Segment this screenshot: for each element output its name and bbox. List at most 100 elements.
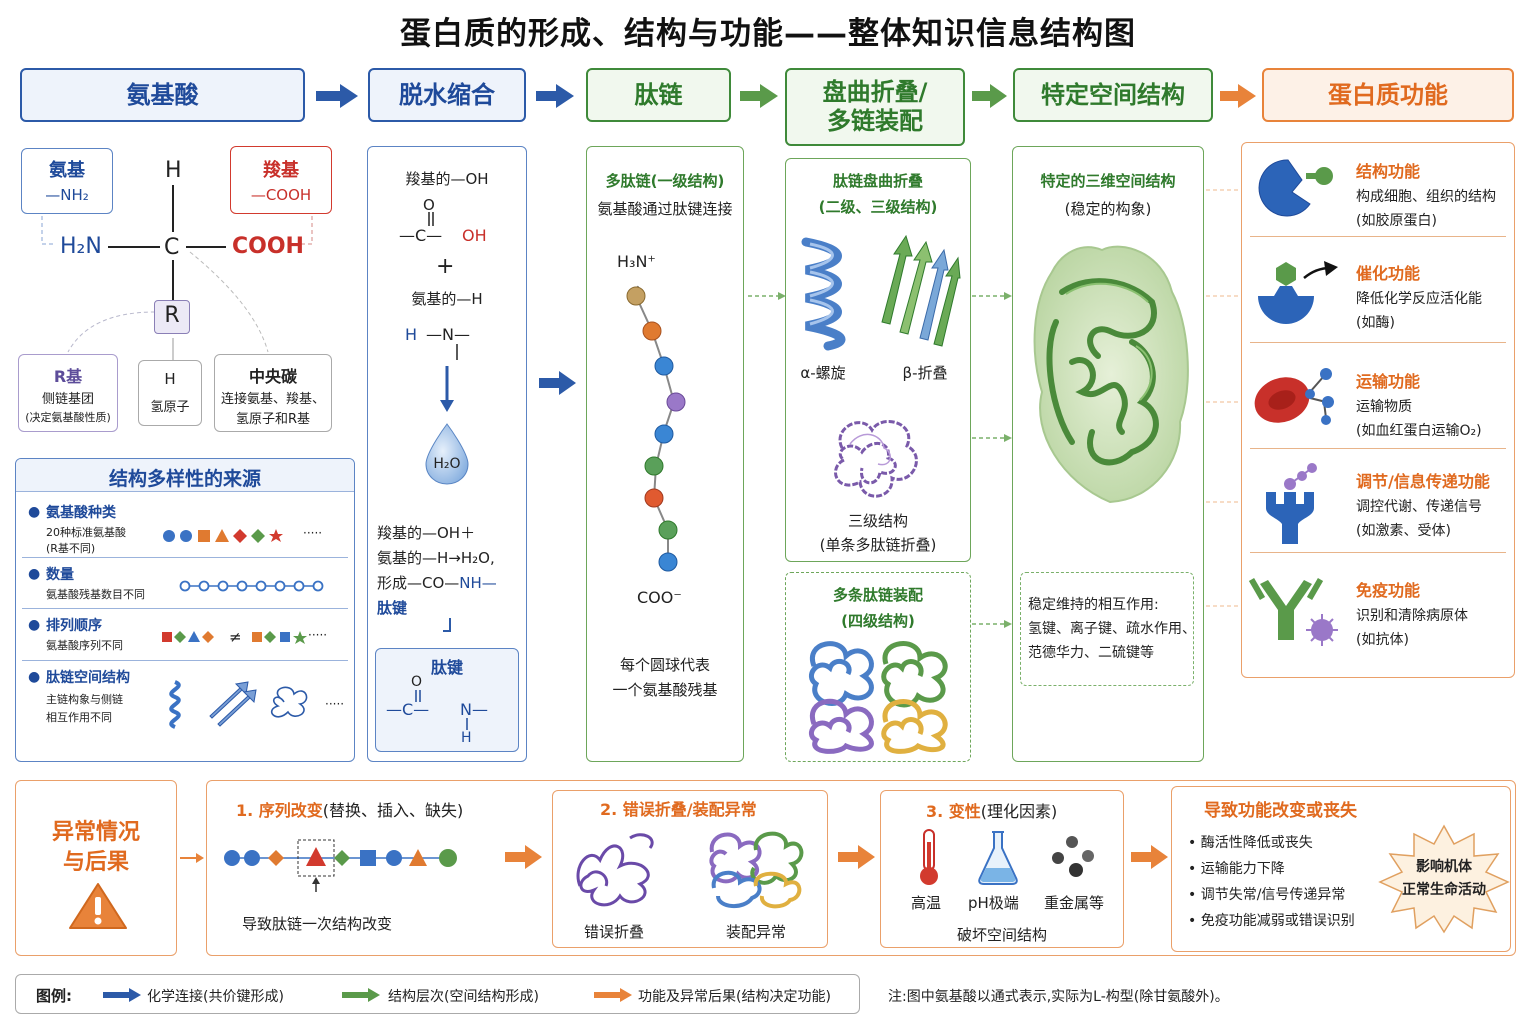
peptide-bond-title: 肽键 xyxy=(430,658,463,677)
function-5-desc1: 识别和清除病原体 xyxy=(1356,608,1468,624)
function-1-desc1: 构成细胞、组织的结构 xyxy=(1356,189,1496,205)
abnormal-container xyxy=(206,780,1516,956)
diversity-panel xyxy=(15,458,355,762)
ellipsis-3: ····· xyxy=(308,628,328,642)
interactions-title: 稳定维持的相互作用: xyxy=(1028,597,1159,613)
r-label: R xyxy=(164,303,180,328)
peptide-bond-h: H xyxy=(461,730,472,746)
protein-3d-structure-icon xyxy=(1033,245,1189,504)
heavy-metal-icon xyxy=(1052,836,1094,877)
amino-group-title: 氨基 xyxy=(49,160,85,181)
peptide-title: 多肽链(一级结构) xyxy=(605,172,725,190)
quaternary-title2: (四级结构) xyxy=(841,612,915,630)
peptide-desc: 氨基酸通过肽键连接 xyxy=(597,200,733,218)
spatial-title: 特定的三维空间结构 xyxy=(1040,172,1176,190)
down-arrow-icon xyxy=(440,366,454,412)
result-item-2: • 运输能力下降 xyxy=(1188,861,1285,877)
diversity-item-1-desc1: 20种标准氨基酸 xyxy=(46,526,126,539)
legend-orange-text: 功能及异常后果(结构决定功能) xyxy=(638,989,831,1005)
destroy-label: 破坏空间结构 xyxy=(956,926,1047,944)
c-atom-label: C xyxy=(164,235,180,260)
thermometer-icon xyxy=(920,829,938,885)
antibody-immune-icon xyxy=(1248,577,1338,646)
result-item-3: • 调节失常/信号传递异常 xyxy=(1188,887,1346,903)
legend-blue-text: 化学连接(共价键形成) xyxy=(147,989,284,1005)
c-terminus: COO⁻ xyxy=(637,588,682,607)
legend-box xyxy=(15,974,860,1014)
result-item-4: • 免疫功能减弱或错误识别 xyxy=(1188,913,1355,929)
center-carbon-title: 中央碳 xyxy=(248,367,297,386)
misfold-label: 错误折叠 xyxy=(584,923,645,941)
header-spatial: 特定空间结构 xyxy=(1013,68,1213,122)
function-panel xyxy=(1241,142,1515,678)
h-box-desc: 氢原子 xyxy=(150,400,190,415)
quaternary-structure-icon xyxy=(808,641,948,754)
diversity-title: 结构多样性的来源 xyxy=(108,468,261,490)
header-folding-line1: 盘曲折叠/ xyxy=(822,78,928,107)
center-carbon-desc2: 氢原子和R基 xyxy=(235,412,311,427)
amino-group-box xyxy=(21,148,113,214)
neq-sign: ≠ xyxy=(229,628,242,646)
beta-sheet-label: β-折叠 xyxy=(902,364,948,382)
misfolding-icon xyxy=(576,833,654,907)
diversity-item-3-title: 排列顺序 xyxy=(46,618,102,634)
center-carbon-desc1: 连接氨基、羧基、 xyxy=(220,392,325,407)
seq-change-note: 导致肽链一次结构改变 xyxy=(242,915,393,933)
assembly-label: 装配异常 xyxy=(726,923,787,941)
denature-title: 3. 变性(理化因素) xyxy=(926,802,1058,821)
denature-box xyxy=(880,790,1124,948)
carboxyl-title: 羧基 xyxy=(263,160,299,181)
arrow-to-peptide-icon xyxy=(539,371,576,395)
abnormal-title1: 异常情况 xyxy=(51,820,140,845)
dehydration-panel xyxy=(367,146,527,762)
alpha-helix-label: α-螺旋 xyxy=(800,364,846,382)
chain-conformation-icons xyxy=(169,680,308,729)
beta-sheet-icon xyxy=(881,234,961,347)
r-group-desc1: 侧链基团 xyxy=(41,392,94,407)
arrow-green-2-icon xyxy=(972,84,1007,108)
assembly-abnormal-icon xyxy=(709,831,804,909)
function-4-desc1: 调控代谢、传递信号 xyxy=(1356,499,1482,515)
warning-icon xyxy=(69,883,127,929)
impact-text2: 正常生命活动 xyxy=(1402,882,1486,898)
r-group-box xyxy=(18,354,118,432)
function-2-desc1: 降低化学反应活化能 xyxy=(1356,291,1482,307)
interactions-box xyxy=(1020,572,1194,686)
water-label: H₂O xyxy=(433,456,461,472)
spatial-panel xyxy=(1012,146,1204,762)
dehydration-n: —N— xyxy=(426,325,470,344)
legend-green-text: 结构层次(空间结构形成) xyxy=(388,989,539,1005)
function-2-title: 催化功能 xyxy=(1356,264,1421,283)
header-arrows xyxy=(316,84,1256,108)
sequence-mutation-icon xyxy=(224,839,457,892)
diversity-item-2-title: 数量 xyxy=(46,567,74,583)
function-3-desc2: (如血红蛋白运输O₂) xyxy=(1356,423,1482,439)
quaternary-panel xyxy=(785,572,971,762)
tertiary-label1: 三级结构 xyxy=(847,512,908,530)
spatial-subtitle: (稳定的构象) xyxy=(1064,200,1152,218)
peptide-chain-beads xyxy=(626,285,686,572)
flask-icon xyxy=(978,831,1018,885)
peptide-note1: 每个圆球代表 xyxy=(619,656,710,674)
dehydration-o: O xyxy=(423,196,435,214)
function-1-title: 结构功能 xyxy=(1356,162,1421,181)
receptor-signal-icon xyxy=(1266,463,1317,544)
peptide-note2: 一个氨基酸残基 xyxy=(612,681,718,699)
r-box xyxy=(154,300,190,334)
r-group-title: R基 xyxy=(53,367,83,386)
peptide-bond-o: O xyxy=(411,674,423,690)
alpha-helix-icon xyxy=(801,237,846,351)
misfold-title: 2. 错误折叠/装配异常 xyxy=(600,800,757,819)
dehydration-c: —C— xyxy=(399,226,443,245)
function-3-desc1: 运输物质 xyxy=(1356,399,1412,415)
interactions-line1: 氢键、离子键、疏水作用、 xyxy=(1028,621,1196,637)
impact-starburst-icon xyxy=(1378,824,1510,934)
header-peptide: 肽链 xyxy=(586,68,731,122)
seq-change-title: 1. 序列改变(替换、插入、缺失) xyxy=(236,801,464,820)
dehydration-carboxyl-oh: 羧基的—OH xyxy=(405,170,489,188)
header-amino-acid: 氨基酸 xyxy=(20,68,305,122)
header-dehydration: 脱水缩合 xyxy=(368,68,526,122)
center-carbon-box xyxy=(214,354,332,432)
peptide-bond-box xyxy=(375,648,519,752)
ph-label: pH极端 xyxy=(968,894,1019,912)
